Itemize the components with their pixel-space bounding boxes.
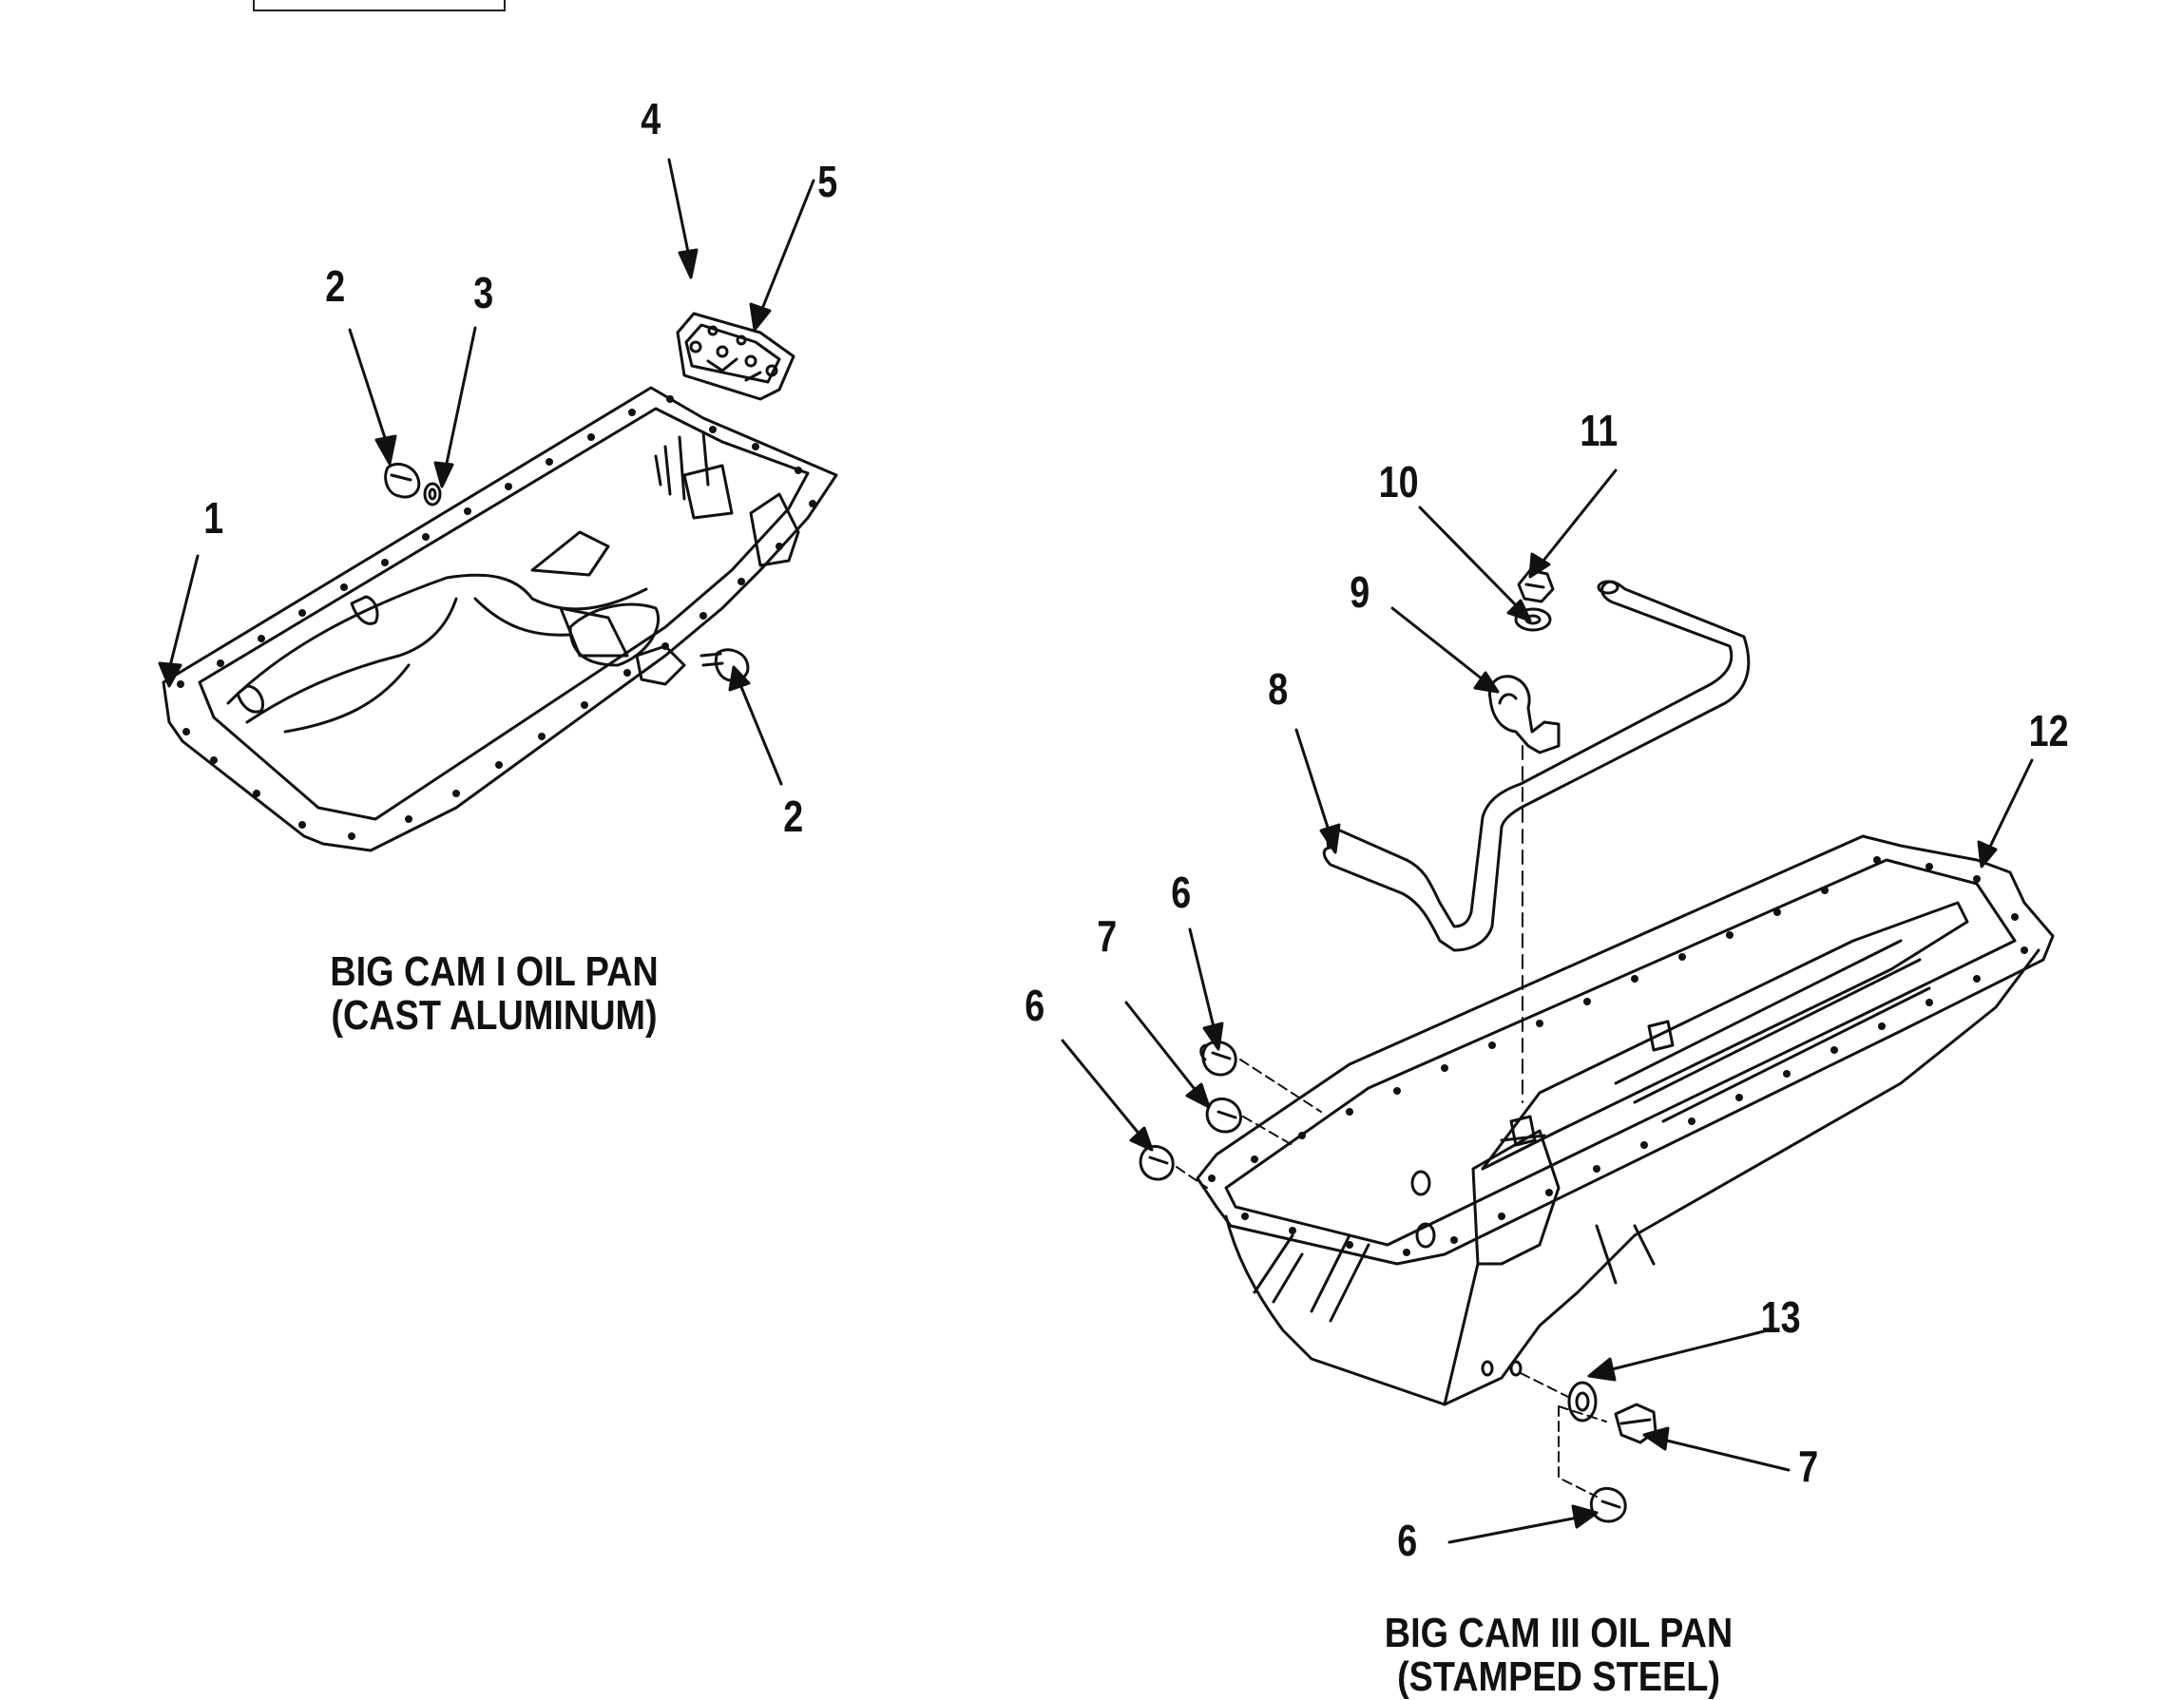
callout-11: 11 [1580,406,1619,455]
callout-4: 4 [641,94,661,143]
callout-9: 9 [1350,567,1370,617]
callout-7-top: 7 [1097,911,1118,961]
callout-10: 10 [1378,457,1419,506]
caption-big-cam-iii: BIG CAM III OIL PAN (STAMPED STEEL) [1313,1612,1804,1699]
callout-3: 3 [473,268,494,317]
caption-big-cam-i-line1: BIG CAM I OIL PAN [330,948,659,995]
callout-2-upper: 2 [325,261,346,311]
bracket-clamp [1487,675,1561,1103]
caption-big-cam-i: BIG CAM I OIL PAN (CAST ALUMINUM) [265,950,723,1038]
stamped-steel-oil-pan [1196,834,2055,1406]
callout-12: 12 [2028,706,2069,755]
callout-6-bottom: 6 [1397,1516,1418,1565]
caption-big-cam-iii-line2: (STAMPED STEEL) [1397,1653,1720,1700]
callout-6-top: 6 [1171,868,1192,917]
callout-1: 1 [203,493,224,543]
dipstick-tube [1322,580,1751,952]
figure-reference-box: WP 0042 00 [253,0,506,11]
caption-big-cam-i-line2: (CAST ALUMINUM) [331,992,658,1039]
callout-2-lower: 2 [783,792,804,841]
nut-item-11 [1517,568,1555,603]
access-cover [676,312,795,401]
callout-13: 13 [1760,1292,1801,1342]
drain-plug-upper [384,463,442,506]
cast-aluminum-oil-pan [162,386,838,852]
drain-plug-lower-group [1520,1372,1657,1523]
caption-big-cam-iii-line1: BIG CAM III OIL PAN [1384,1610,1734,1656]
callout-7-bottom: 7 [1798,1442,1819,1491]
callout-8: 8 [1268,664,1289,714]
callout-5: 5 [817,157,838,206]
callout-6-left: 6 [1025,981,1045,1030]
plugs-left-group [1139,1041,1322,1189]
leader-lines [158,158,2034,1544]
